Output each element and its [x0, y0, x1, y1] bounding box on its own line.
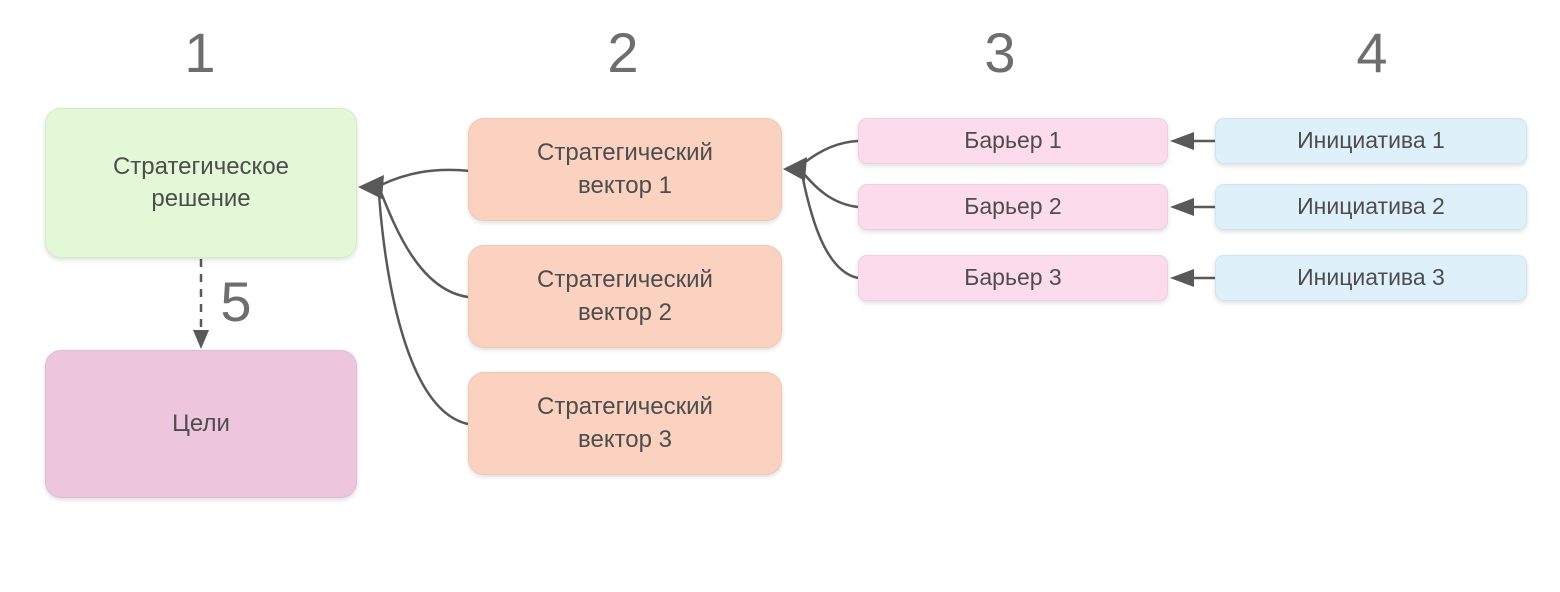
vector-node-1: Стратегический вектор 1 [468, 118, 782, 221]
curve-vector2-to-decision [378, 189, 469, 299]
goals-node: Цели [45, 350, 357, 498]
decision-node: Стратегическое решение [45, 108, 357, 258]
initiative-node-3: Инициатива 3 [1215, 255, 1527, 301]
curve-vector1-to-decision [380, 168, 471, 187]
curve-barrier1-to-vector1 [803, 139, 859, 164]
arrowhead-into-barrier1 [1170, 132, 1194, 150]
initiative-node-1: Инициатива 1 [1215, 118, 1527, 164]
barrier-node-1: Барьер 1 [858, 118, 1168, 164]
curve-vector3-to-decision [377, 193, 469, 426]
arrowhead-into-barrier2 [1170, 198, 1194, 216]
step-number-2: 2 [607, 21, 639, 84]
vector-node-2: Стратегический вектор 2 [468, 245, 782, 348]
curve-barrier2-to-vector1 [803, 173, 859, 209]
initiative-node-2: Инициатива 2 [1215, 184, 1527, 230]
barrier-node-3: Барьер 3 [858, 255, 1168, 301]
step-number-3: 3 [984, 21, 1016, 84]
barrier-node-2: Барьер 2 [858, 184, 1168, 230]
arrowhead-into-vector1 [783, 157, 807, 181]
arrowhead-into-barrier3 [1170, 269, 1194, 287]
arrowhead-into-goals [193, 330, 209, 349]
vector-node-3: Стратегический вектор 3 [468, 372, 782, 475]
curve-barrier3-to-vector1 [801, 178, 859, 280]
step-number-1: 1 [184, 21, 216, 84]
step-number-4: 4 [1356, 21, 1388, 84]
arrowhead-into-decision [358, 175, 384, 199]
step-number-5: 5 [220, 270, 252, 333]
